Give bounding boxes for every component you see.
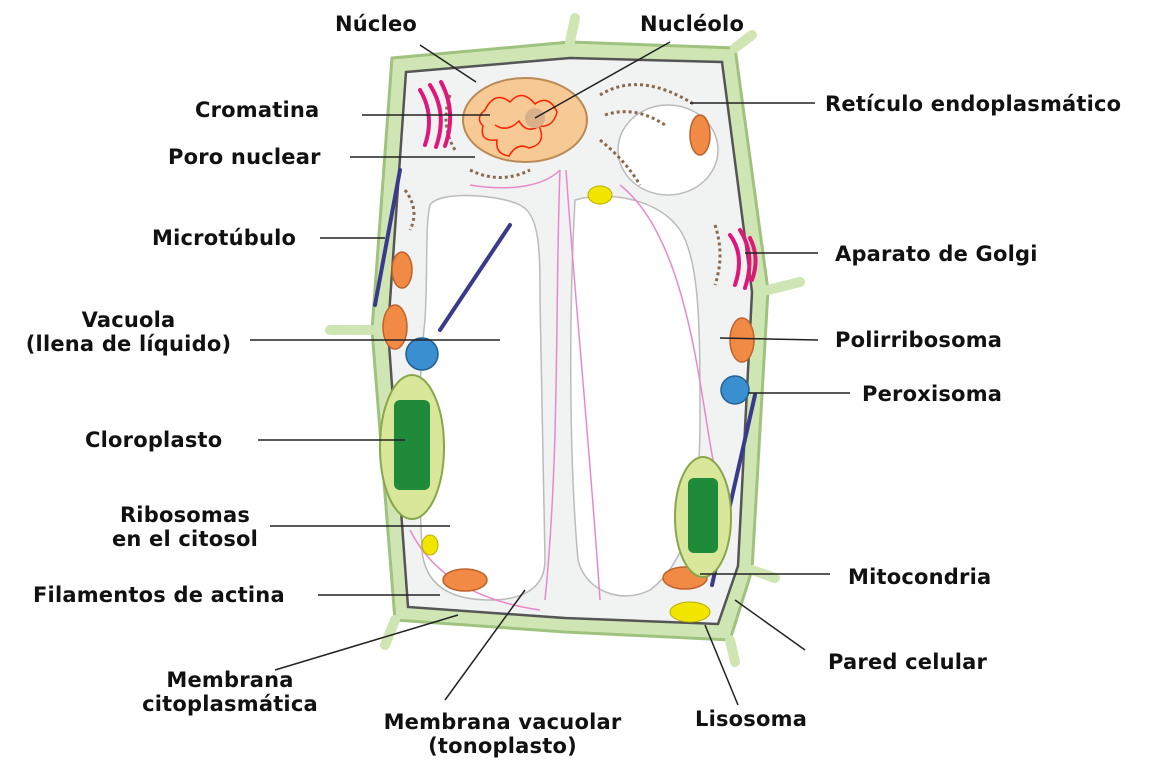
label-poro-nuclear: Poro nuclear [168,145,321,169]
label-membrana-cito-1: Membrana [125,668,335,692]
lysosome-small [422,535,438,555]
label-cloroplasto: Cloroplasto [85,428,222,452]
label-vacuola: Vacuola (llena de líquido) [6,308,251,356]
label-membrana-vac-1: Membrana vacuolar [360,710,645,734]
peroxisome-right [721,376,749,404]
label-peroxisoma: Peroxisoma [862,382,1002,406]
lysosome-top [588,186,612,204]
nucleus [463,78,587,162]
label-filamentos: Filamentos de actina [33,583,285,607]
label-cromatina: Cromatina [195,98,319,122]
peroxisome-left [406,338,438,370]
label-vacuola-2: (llena de líquido) [6,332,251,356]
lysosome [670,602,710,622]
label-membrana-cito-2: citoplasmática [125,692,335,716]
label-pared: Pared celular [828,650,987,674]
label-membrana-vac-2: (tonoplasto) [360,734,645,758]
label-membrana-vac: Membrana vacuolar (tonoplasto) [360,710,645,758]
label-ribosomas: Ribosomas en el citosol [95,503,275,551]
label-vacuola-1: Vacuola [6,308,251,332]
label-microtubulo: Microtúbulo [152,226,296,250]
label-polirribosoma: Polirribosoma [835,328,1002,352]
label-ribosomas-1: Ribosomas [95,503,275,527]
label-nucleolo: Nucléolo [640,12,744,36]
label-golgi: Aparato de Golgi [835,242,1038,266]
label-mitocondria: Mitocondria [848,565,991,589]
label-nucleo: Núcleo [335,12,417,36]
label-membrana-cito: Membrana citoplasmática [125,668,335,716]
label-ribosomas-2: en el citosol [95,527,275,551]
label-lisosoma: Lisosoma [695,707,807,731]
label-reticulo: Retículo endoplasmático [825,92,1121,116]
central-vacuole [419,196,545,600]
